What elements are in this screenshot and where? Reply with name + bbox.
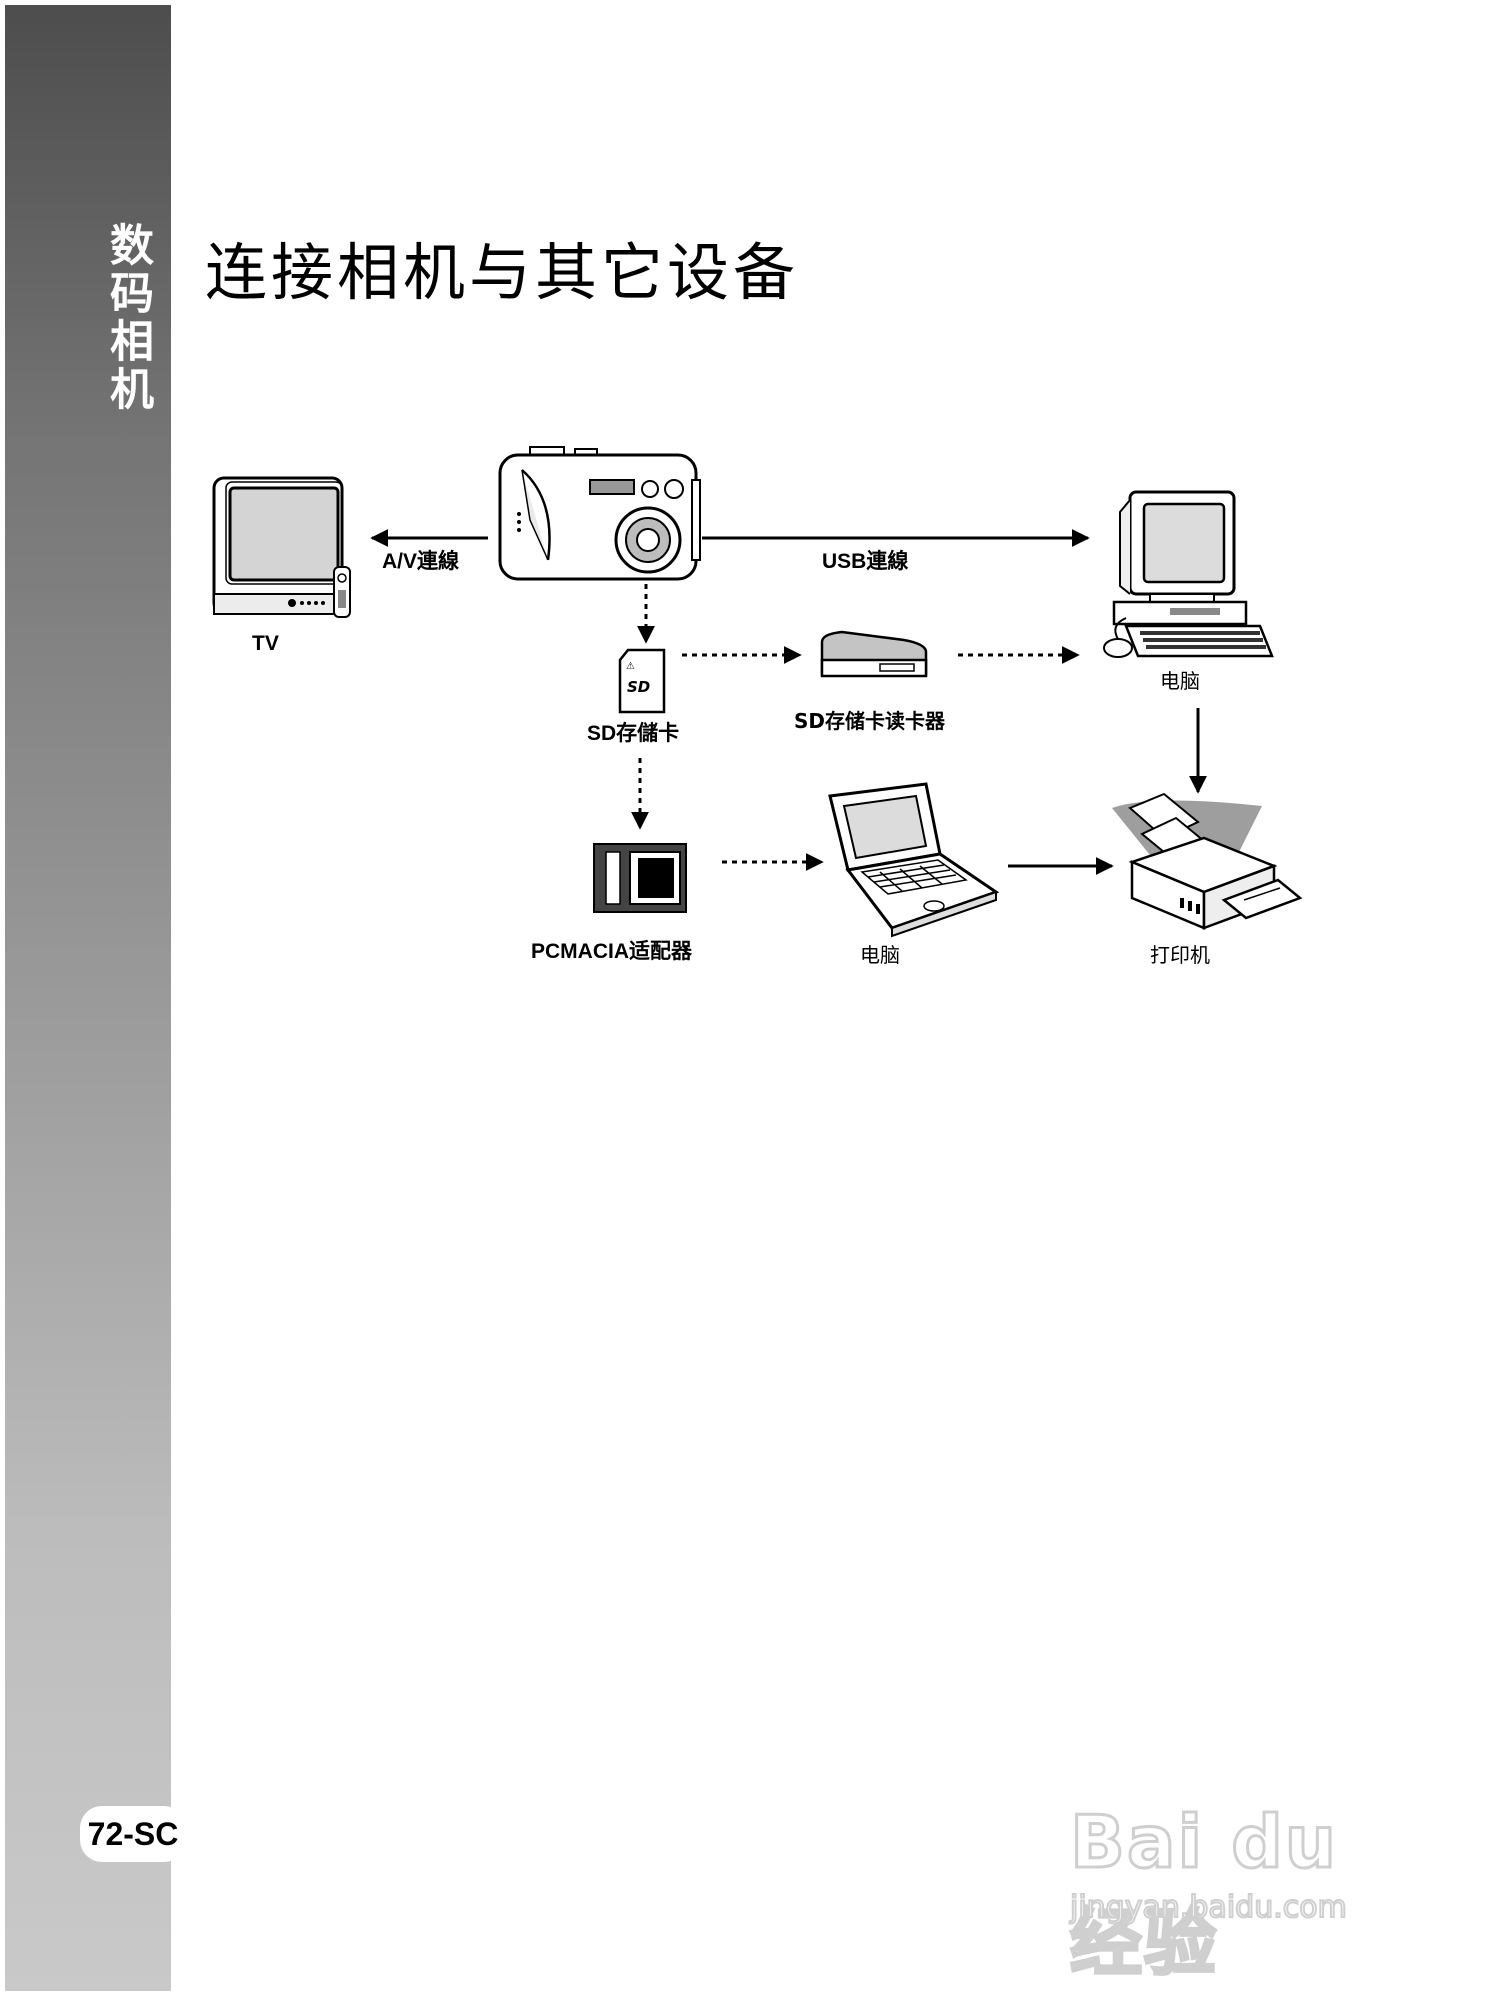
desktop-label: 电脑 [1160,669,1200,693]
sd-card-icon: ⚠ [618,648,666,714]
laptop-icon [828,782,1000,938]
page-number: 72-SC [80,1806,186,1862]
desktop-computer-icon [1103,490,1274,658]
sd-card-logo: SD [627,678,650,696]
sd-card-label: SD存儲卡 [587,721,679,745]
sidebar-section-label: 数码相机 [102,222,153,414]
pcmcia-label: PCMACIA适配器 [531,940,693,963]
printer-icon [1112,792,1303,930]
card-reader-icon [820,630,928,678]
av-cable-label: A/V連線 [382,549,459,573]
laptop-label: 电脑 [860,943,900,967]
baidu-watermark: Bai du 经验 jingyan.baidu.com [1050,1760,1430,1987]
usb-cable-label: USB連線 [822,549,908,573]
pcmcia-adapter-icon [593,843,687,913]
watermark-brand: Bai du 经验 [1069,1799,1339,1987]
svg-text:⚠: ⚠ [626,661,635,672]
camera-icon [498,446,701,581]
page-title: 连接相机与其它设备 [205,236,800,309]
card-reader-label: SD存储卡读卡器 [794,709,946,733]
tv-label: TV [252,632,279,655]
watermark-url: jingyan.baidu.com [1069,1889,1348,1926]
tv-icon [212,476,351,618]
printer-label: 打印机 [1150,943,1210,967]
sidebar [5,5,171,1991]
